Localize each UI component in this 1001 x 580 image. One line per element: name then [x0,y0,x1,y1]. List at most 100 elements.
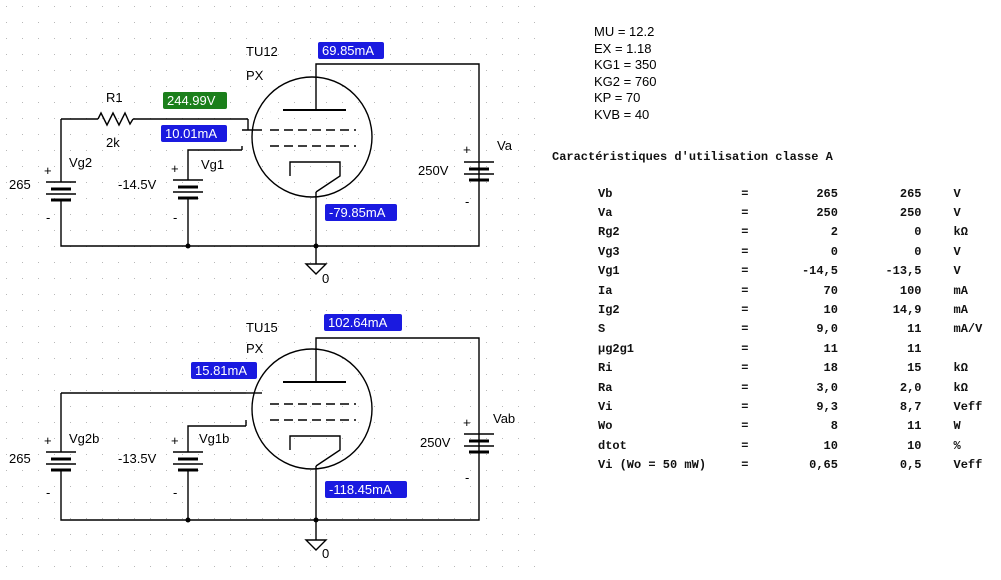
table-cell-symbol: Rg2 [598,225,620,240]
vg2-label: Vg2 [69,155,92,170]
table-cell-v2: 11 [907,322,922,337]
table-cell-v2: 2,0 [899,380,922,395]
table-cell-symbol: Vg3 [598,244,620,259]
wire-anode-1 [315,63,480,180]
table-cell-v1: 9,0 [816,322,838,337]
minus-sign: - [46,210,50,225]
battery-va [464,161,494,198]
probe-label: 102.64mA [328,315,388,330]
table-cell-v1: 8 [830,419,838,434]
probe-anode-current[interactable]: 69.85mA [318,42,384,59]
table-cell-v1: 10 [823,303,838,318]
table-cell-unit: mA/V [953,322,983,337]
probe-cathode-current[interactable]: -79.85mA [325,204,397,221]
table-cell-eq: = [741,186,749,201]
ground-label: 0 [322,546,329,561]
circuit-1: R1 2k + - Vg2 265 + - Vg1 -14.5V [9,42,513,286]
table-cell-symbol: S [598,322,606,337]
vg1b-label: Vg1b [199,431,229,446]
probe-screen-current[interactable]: 10.01mA [161,125,227,142]
vg1b-value: -13.5V [118,451,157,466]
battery-vab [464,433,494,470]
probe-screen-current[interactable]: 15.81mA [191,362,257,379]
probe-label: 244.99V [167,93,216,108]
table-cell-v2: 0 [914,244,922,259]
junction-dot [185,243,191,249]
minus-sign: - [465,470,469,485]
table-cell-eq: = [741,322,749,337]
minus-sign: - [173,485,177,500]
table-cell-v2: 250 [899,206,922,221]
plus-sign: + [171,161,179,176]
table-cell-v1: 0 [830,244,838,259]
table-cell-symbol: Vi (Wo = 50 mW) [598,458,707,473]
minus-sign: - [465,194,469,209]
table-cell-unit: V [953,244,961,259]
junction-dot [185,517,191,523]
plus-sign: + [44,433,52,448]
ground-label: 0 [322,271,329,286]
param-line: KVB = 40 [594,106,650,122]
table-cell-unit: V [953,264,961,279]
minus-sign: - [46,485,50,500]
table-cell-unit [922,339,1001,358]
param-line: KG2 = 760 [594,73,657,89]
minus-sign: - [173,210,177,225]
table-cell-eq: = [741,206,749,221]
table-cell-v1: 3,0 [816,380,838,395]
vg1-value: -14.5V [118,177,157,192]
circuit-2: + - Vg2b 265 + - Vg1b -13.5V + - Vab 250… [9,314,515,561]
probe-screen-voltage[interactable]: 244.99V [163,92,227,109]
table-cell-eq: = [741,283,749,298]
probe-label: 10.01mA [165,126,217,141]
table-cell-eq: = [741,225,749,240]
param-line: EX = 1.18 [594,40,652,56]
table-cell-v1: 250 [816,206,838,221]
table-cell-v1: 11 [823,341,838,356]
table-cell-symbol: Ri [598,361,613,376]
table-cell-symbol: Va [598,206,613,221]
table-cell-symbol: Ig2 [598,303,620,318]
vab-label: Vab [493,411,515,426]
wire-bottom-rail-1 [60,198,480,247]
table-cell-unit: W [953,419,961,434]
probe-cathode-current[interactable]: -118.45mA [325,481,407,498]
table-cell-v2: 0,5 [899,458,922,473]
battery-vg1 [173,179,203,200]
table-cell-unit: mA [953,303,968,318]
plus-sign: + [44,163,52,178]
table-cell-symbol: dtot [598,438,627,453]
ground-icon [304,539,328,551]
vab-value: 250V [420,435,451,450]
probe-anode-current[interactable]: 102.64mA [324,314,402,331]
battery-vg2 [46,181,76,202]
table-cell-v2: 8,7 [899,399,922,414]
vg2b-value: 265 [9,451,31,466]
table-cell-v1: -14,5 [801,264,838,279]
grid-background [0,0,540,580]
table-cell-symbol: Vi [598,399,613,414]
tube-name: TU12 [246,44,278,59]
table-cell-v2: 15 [907,361,922,376]
table-cell-v2: 11 [907,419,922,434]
table-cell-eq: = [741,438,749,453]
table-cell-v1: 18 [823,361,838,376]
tube-model: PX [246,68,264,83]
tube-tu12 [241,76,373,198]
table-cell-eq: = [741,458,749,473]
table-cell-v1: 0,65 [809,458,838,473]
plus-sign: + [171,433,179,448]
param-line: KG1 = 350 [594,57,657,72]
param-line: MU = 12.2 [594,24,655,39]
